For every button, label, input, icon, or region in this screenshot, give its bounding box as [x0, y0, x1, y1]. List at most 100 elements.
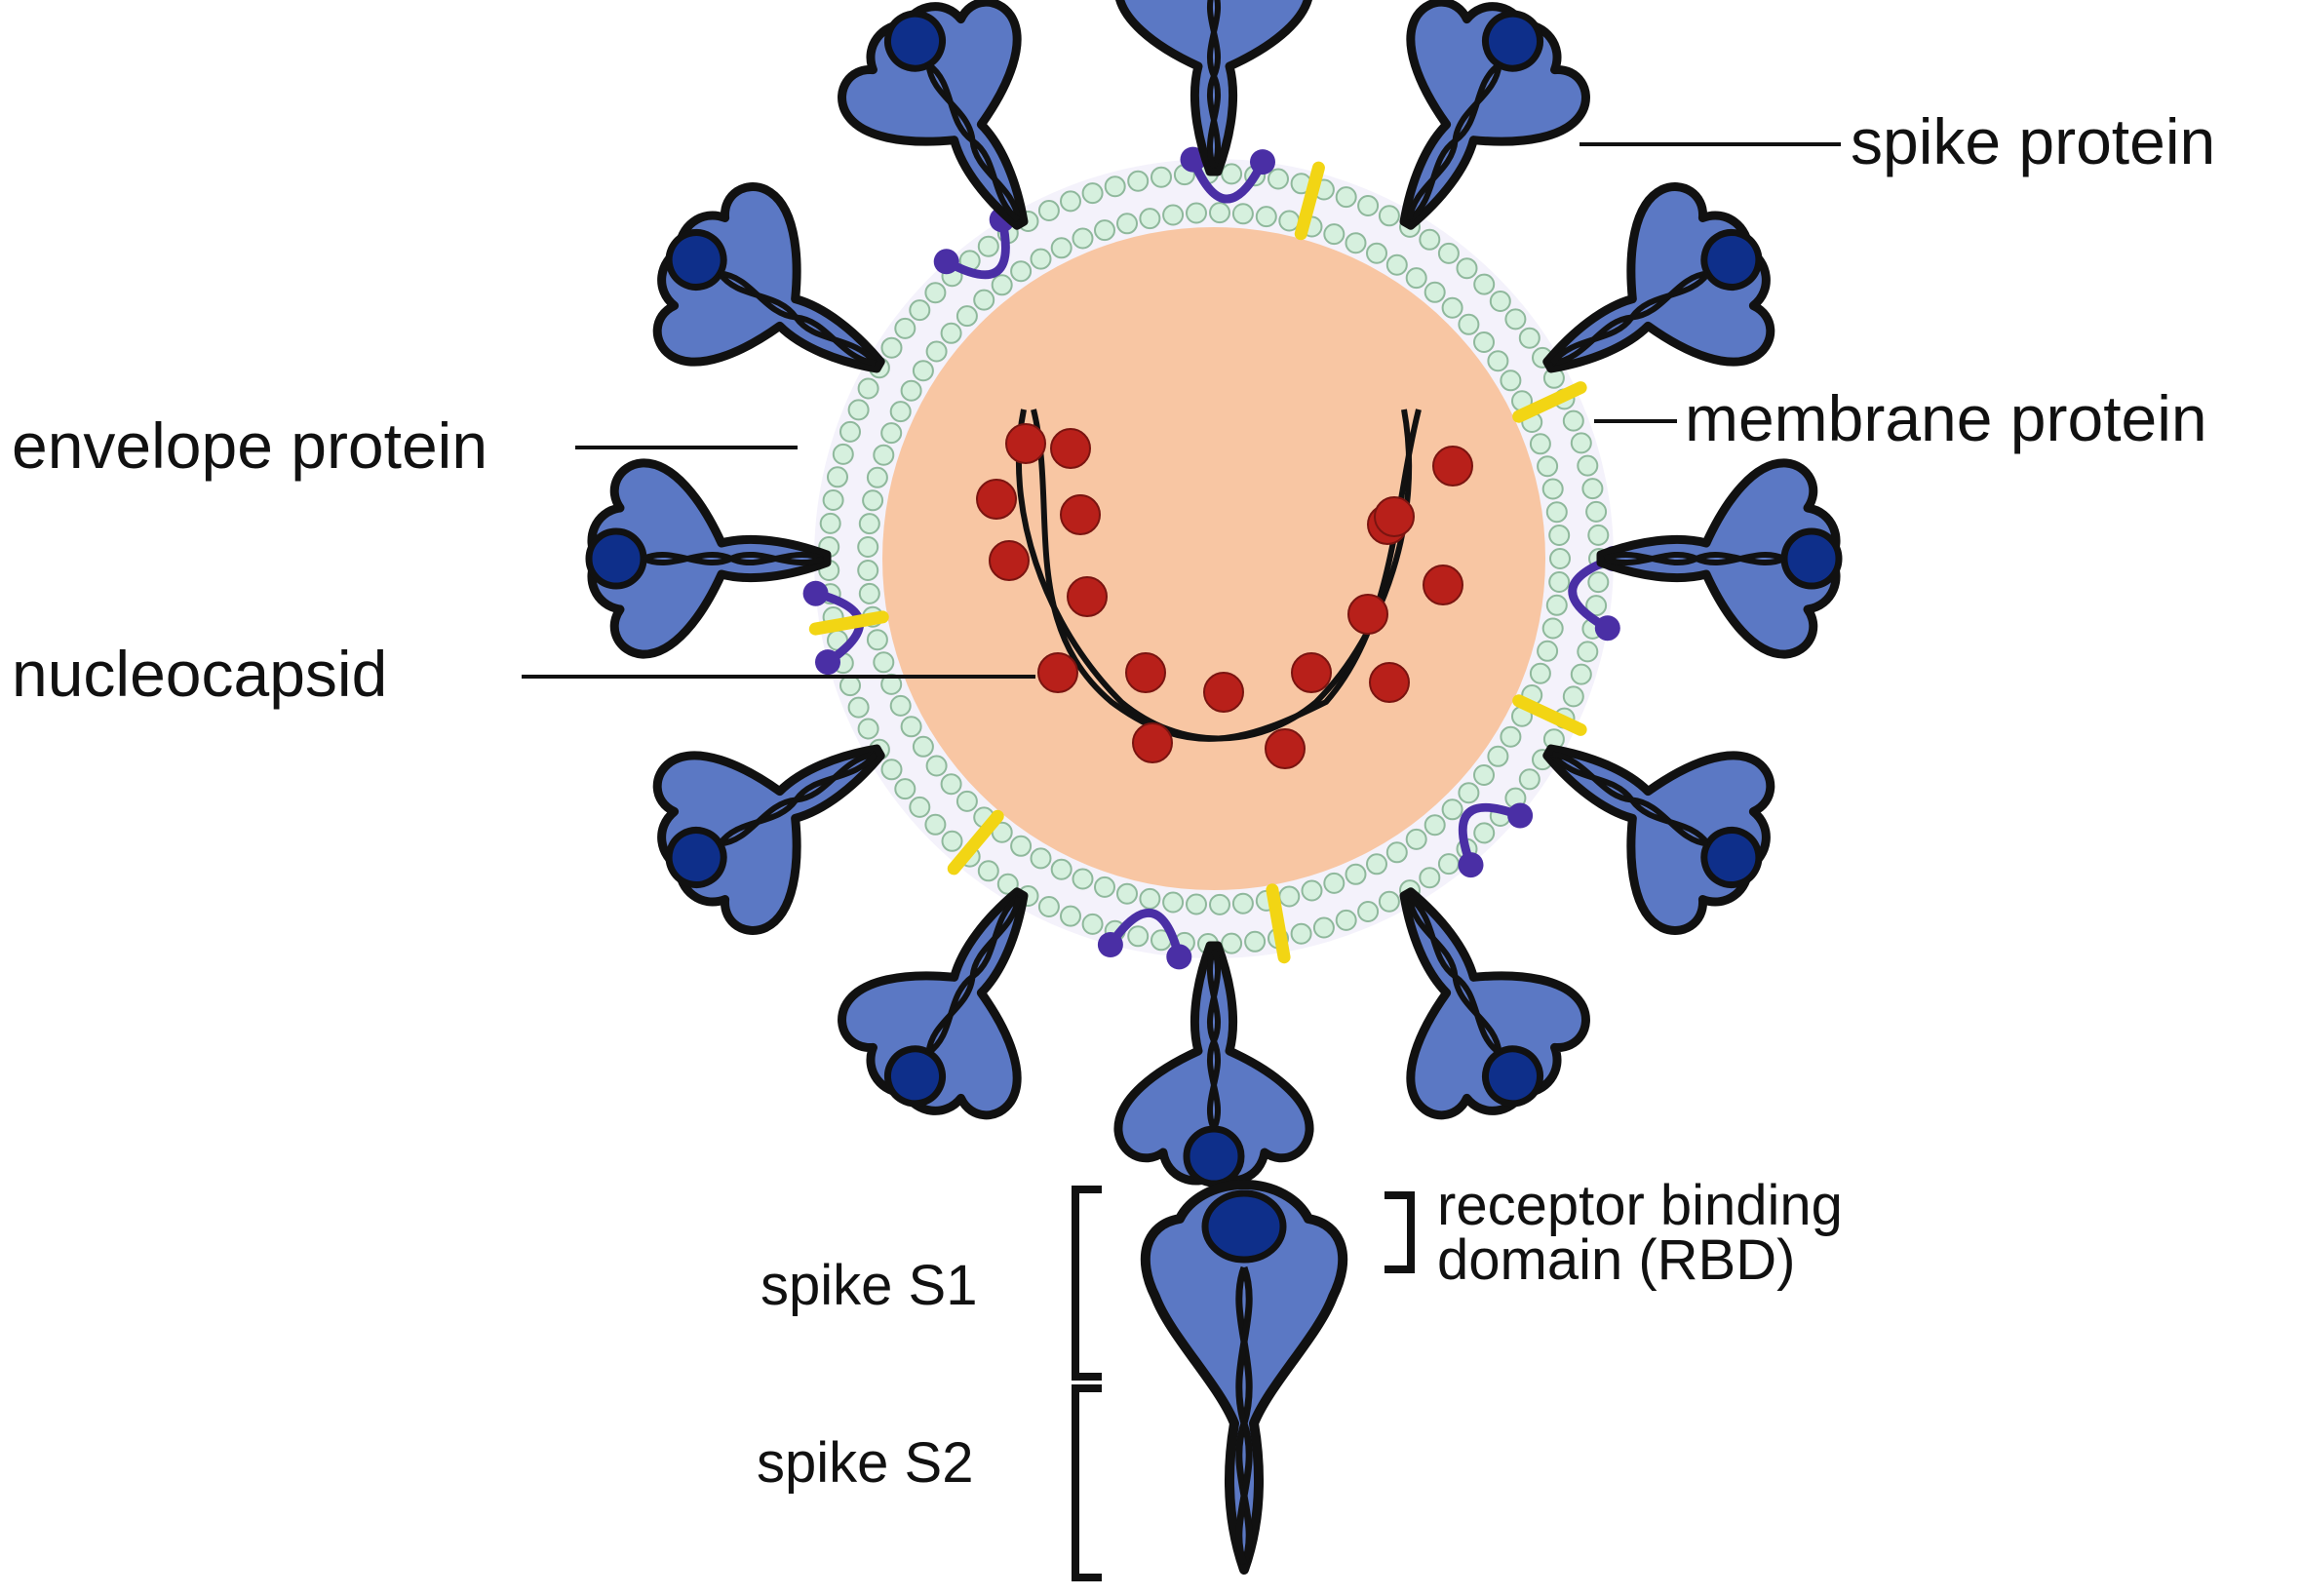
lipid-bead [1278, 885, 1301, 908]
lipid-bead [1487, 745, 1509, 767]
membrane-protein-icon [942, 214, 1010, 280]
lipid-bead [1541, 478, 1564, 500]
envelope-protein-label: envelope protein [12, 409, 488, 482]
envelope-protein-icon [1266, 883, 1291, 964]
lipid-bead [1545, 594, 1568, 616]
rna-strand-2 [1031, 409, 1422, 742]
lipid-bead [889, 694, 912, 717]
lipid-bead [941, 830, 963, 852]
lipid-bead [924, 282, 947, 304]
lipid-bead [1378, 890, 1400, 913]
membrane-protein-head [815, 649, 840, 676]
lipid-bead [924, 813, 947, 836]
lipid-bead [1487, 350, 1509, 372]
lipid-bead [1162, 204, 1185, 226]
lipid-bead [1518, 768, 1540, 791]
lipid-bead [1366, 242, 1387, 264]
lipid-bead [1116, 213, 1138, 235]
membrane-protein-head [1458, 852, 1484, 878]
lipid-bead [1255, 206, 1277, 228]
lipid-bead [857, 560, 879, 581]
lipid-bead [1186, 202, 1207, 224]
lipid-bead [1312, 916, 1335, 939]
nucleoprotein-bead-icon [989, 540, 1030, 581]
lipid-bead [866, 629, 888, 651]
lipid-bead [1587, 571, 1610, 594]
lipid-bead [956, 305, 978, 328]
lipid-bead [977, 860, 999, 882]
envelope-proteins [808, 161, 1587, 964]
lipid-bead [1030, 847, 1052, 870]
rbd-icon [1201, 1189, 1287, 1264]
lipid-bead [889, 401, 912, 423]
lipid-bead [1104, 175, 1126, 198]
lipid-bead [1545, 501, 1568, 524]
lipid-bead [1473, 822, 1496, 844]
lipid-bead [1127, 925, 1150, 948]
lipid-bead [1577, 641, 1599, 663]
lipid-bead [1529, 433, 1551, 455]
nucleocapsid-label: nucleocapsid [12, 638, 388, 710]
lipid-bead [1345, 232, 1367, 254]
lipid-bead [1357, 901, 1380, 922]
lipid-bead [1301, 879, 1323, 902]
rbd-bracket [1384, 1191, 1415, 1273]
lipid-bead [925, 755, 948, 777]
lipid-bead [1456, 257, 1478, 280]
lipid-bead [1231, 892, 1254, 915]
envelope-protein-icon [1294, 161, 1325, 241]
lipid-bead [1562, 409, 1584, 432]
membrane-protein-icon [1189, 155, 1268, 204]
lipid-bead [880, 336, 903, 359]
lipid-bead [839, 420, 861, 443]
lipid-bead [1585, 500, 1608, 523]
nucleoprotein-bead-icon [1050, 428, 1091, 469]
lipid-bead [1010, 835, 1033, 857]
lipid-bead [880, 422, 903, 445]
lipid-bead [822, 489, 844, 511]
lipid-bead [900, 379, 922, 402]
lipid-bead [1209, 893, 1230, 915]
lipid-bead [866, 466, 888, 488]
lipid-bead [858, 582, 880, 604]
rbd-label-line2: domain (RBD) [1437, 1228, 1796, 1292]
lipid-bead [900, 716, 922, 738]
spike-glycoprotein-icon [1118, 0, 1309, 172]
nucleoprotein-bead-icon [1369, 662, 1410, 703]
lipid-bead [1504, 308, 1527, 331]
lipid-bead [1570, 663, 1592, 685]
lipid-bead [1366, 853, 1387, 876]
lipid-bead [1378, 205, 1400, 227]
lipid-bead [1424, 281, 1446, 303]
envelope-protein-icon [1512, 694, 1587, 736]
lipid-bead [1577, 454, 1599, 477]
lipid-bead [894, 778, 916, 800]
lipid-bead [857, 377, 879, 400]
lipid-bead [1537, 640, 1559, 662]
spike-s2-bracket [1072, 1384, 1102, 1581]
lipid-bead [1385, 841, 1408, 864]
lipid-bead [1441, 296, 1463, 319]
lipid-bead [1570, 432, 1592, 454]
nucleoprotein-bead-icon [1132, 722, 1173, 763]
spike-glycoprotein-icon [1118, 946, 1309, 1184]
lipid-bead [1081, 913, 1104, 935]
lipid-bead [925, 340, 948, 363]
nucleoprotein-bead-icon [1037, 652, 1078, 693]
lipid-bead [912, 360, 934, 382]
s1-s2-brackets [1072, 1186, 1415, 1581]
lipid-bead [847, 696, 870, 719]
lipid-bead [1548, 571, 1571, 593]
spike-shape [1118, 0, 1309, 172]
lipid-bead [1529, 662, 1551, 684]
spike-detail [1140, 1180, 1348, 1575]
lipid-bead [1548, 525, 1571, 546]
lipid-bead [1060, 190, 1081, 213]
spike-detail-body [1140, 1180, 1348, 1575]
lipid-bead [1037, 200, 1060, 221]
lipid-bead [894, 317, 916, 339]
lipid-bead [1587, 524, 1610, 546]
lipid-bead [940, 322, 962, 344]
lipid-bead [977, 235, 999, 257]
lipid-bead [1116, 882, 1138, 905]
